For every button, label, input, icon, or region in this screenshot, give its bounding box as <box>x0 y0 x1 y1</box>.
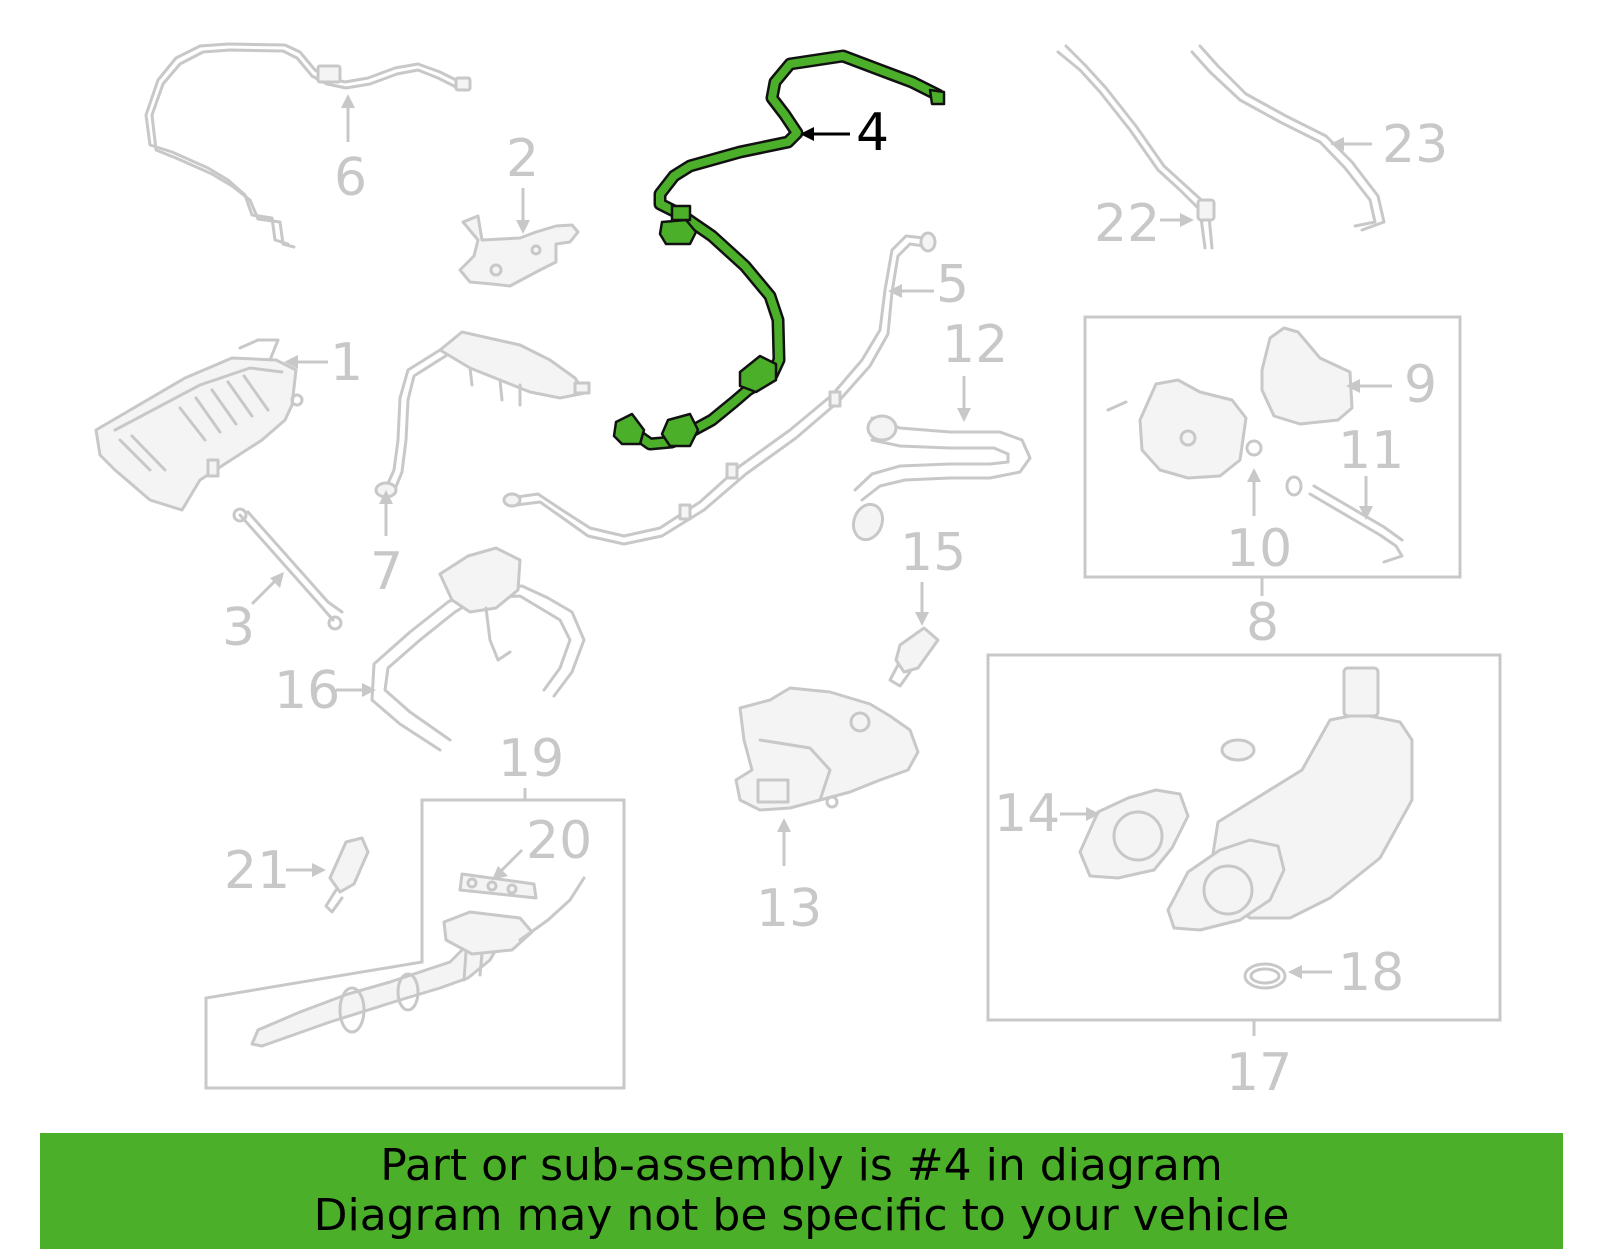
part-12-hose <box>851 414 1032 542</box>
callout-18-label: 18 <box>1338 943 1404 1003</box>
callout-10-label: 10 <box>1226 519 1292 579</box>
callout-10: 10 <box>1226 468 1292 579</box>
callout-14-label: 14 <box>994 784 1060 844</box>
callout-17-label: 17 <box>1226 1043 1292 1103</box>
part-23-sensor <box>1190 44 1386 232</box>
callout-6: 6 <box>334 94 367 208</box>
callout-5-label: 5 <box>936 255 969 315</box>
part-16-hose <box>370 546 586 752</box>
callout-11-label: 11 <box>1338 421 1404 481</box>
callout-19-label: 19 <box>498 729 564 789</box>
part-1-canister <box>94 338 304 512</box>
banner-line-2: Diagram may not be specific to your vehi… <box>313 1190 1290 1241</box>
callout-21: 21 <box>224 841 326 901</box>
callout-9: 9 <box>1346 355 1437 415</box>
callout-5: 5 <box>888 255 969 315</box>
callout-23: 23 <box>1330 115 1448 175</box>
callout-18: 18 <box>1288 943 1404 1003</box>
callout-13-label: 13 <box>756 879 822 939</box>
callout-12: 12 <box>942 315 1008 422</box>
callout-1-label: 1 <box>330 333 363 393</box>
part-7-valve <box>374 330 591 499</box>
group-8-box <box>1083 315 1462 579</box>
part-21-sensor <box>324 836 370 914</box>
callout-1: 1 <box>284 333 363 393</box>
callout-13: 13 <box>756 818 822 939</box>
group-17-box <box>986 653 1502 1022</box>
callout-3-label: 3 <box>222 598 255 658</box>
callout-22: 22 <box>1094 194 1194 254</box>
info-banner: Part or sub-assembly is #4 in diagram Di… <box>40 1133 1563 1249</box>
callout-16: 16 <box>274 661 376 721</box>
banner-line-1: Part or sub-assembly is #4 in diagram <box>380 1140 1223 1191</box>
callout-4-label: 4 <box>856 103 889 163</box>
callout-19: 19 <box>498 729 564 800</box>
callout-2: 2 <box>506 129 539 234</box>
part-4-hose-highlighted[interactable] <box>612 49 946 451</box>
part-13-valve <box>734 686 920 812</box>
callout-12-label: 12 <box>942 315 1008 375</box>
callout-9-label: 9 <box>1404 355 1437 415</box>
part-6-tube <box>144 42 472 249</box>
callout-16-label: 16 <box>274 661 340 721</box>
callout-4: 4 <box>800 103 889 163</box>
callout-21-label: 21 <box>224 841 290 901</box>
callout-23-label: 23 <box>1382 115 1448 175</box>
callout-11: 11 <box>1338 421 1404 520</box>
callout-15-label: 15 <box>900 523 966 583</box>
callout-2-label: 2 <box>506 129 539 189</box>
callout-15: 15 <box>900 523 966 626</box>
callout-6-label: 6 <box>334 148 367 208</box>
callout-8-label: 8 <box>1246 593 1279 653</box>
callout-14: 14 <box>994 784 1100 844</box>
part-3-rod <box>232 507 344 631</box>
callout-17: 17 <box>1226 1020 1292 1103</box>
part-15-sensor <box>888 626 940 688</box>
callout-20-label: 20 <box>526 811 592 871</box>
callout-8: 8 <box>1246 577 1279 653</box>
part-5-tube <box>502 231 937 546</box>
callout-20: 20 <box>492 811 592 880</box>
group-19-box <box>204 798 626 1090</box>
callout-22-label: 22 <box>1094 194 1160 254</box>
part-2-bracket <box>458 214 580 288</box>
callout-7-label: 7 <box>370 542 403 602</box>
callout-3: 3 <box>222 572 284 658</box>
callout-7: 7 <box>370 490 403 602</box>
part-22-sensor <box>1056 44 1216 250</box>
